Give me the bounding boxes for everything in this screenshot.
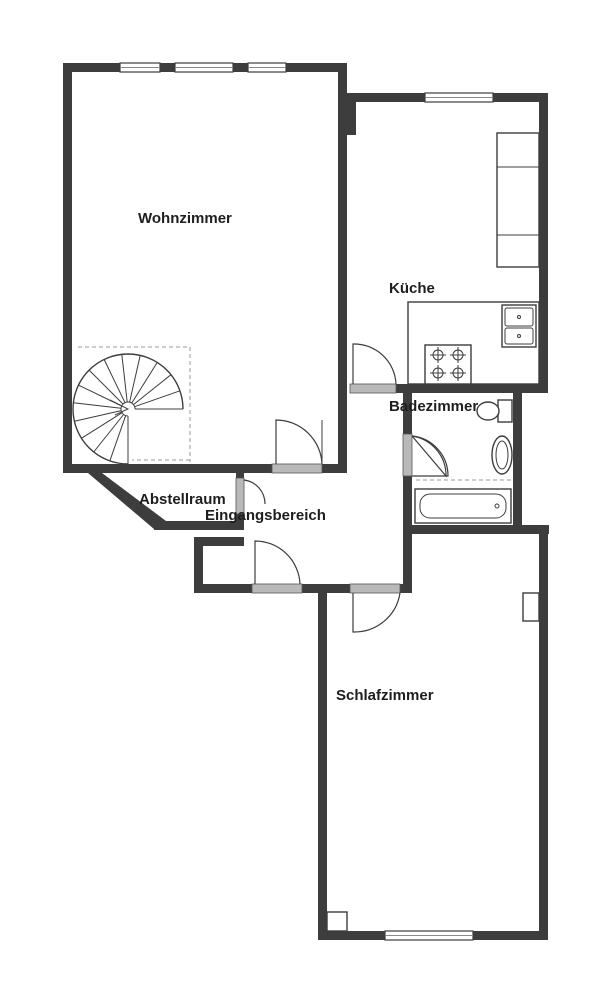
doors (235, 343, 449, 633)
wall-living-bottom (63, 464, 347, 473)
stair-tread (131, 362, 158, 404)
stove (424, 344, 472, 385)
window-living-3 (247, 62, 287, 73)
stair-dashed-outline (78, 346, 191, 462)
wall-kitchen-right (539, 93, 548, 393)
stair-inner-arc (120, 401, 136, 417)
bath-fixtures (414, 399, 513, 524)
stair-tread (81, 412, 123, 439)
stair-direction-arrow (109, 399, 130, 416)
spiral-staircase (72, 346, 191, 465)
stair-tread (93, 414, 124, 453)
window-bedroom (384, 930, 474, 941)
door-bath (402, 433, 449, 478)
wall-living-right (338, 63, 347, 473)
kitchen-fixtures (407, 132, 540, 385)
window-living-2 (174, 62, 234, 73)
wall-bedroom-right (539, 525, 548, 940)
wall-entry-right (403, 533, 412, 593)
label-wohnzimmer: Wohnzimmer (138, 210, 232, 227)
door-entry (251, 540, 303, 594)
wall-bath-right (513, 393, 522, 533)
label-eingangsbereich: Eingangsbereich (205, 507, 326, 524)
stair-tread (74, 410, 122, 422)
bath-sink (491, 435, 513, 475)
wall-kitchen-bottom (396, 384, 548, 393)
room-labels: Wohnzimmer Küche Badezimmer Abstellraum … (138, 210, 478, 704)
stair-tread (109, 415, 127, 462)
wall-entry-left (194, 537, 203, 592)
stair-tread (134, 390, 181, 408)
toilet-bowl (476, 401, 500, 421)
label-abstellraum: Abstellraum (139, 491, 226, 508)
windows (119, 62, 494, 941)
door-bedroom (349, 583, 401, 633)
bedroom-corner-box (326, 911, 348, 932)
door-kitchen (349, 343, 397, 394)
door-living (271, 419, 323, 474)
window-kitchen (424, 92, 494, 103)
kitchen-counter (496, 132, 540, 268)
door-storage (235, 477, 266, 515)
stair-tread (129, 355, 141, 403)
stair-tread (121, 354, 128, 403)
wall-bath-bottom (403, 525, 549, 534)
wall-living-left (63, 63, 72, 473)
toilet-tank (497, 399, 513, 423)
stair-tread (133, 374, 172, 405)
wall-bedroom-left (318, 584, 327, 940)
wall-kitchen-left-stub (347, 93, 356, 135)
stair-tread (103, 359, 126, 403)
wall-entry-bottom (194, 584, 412, 593)
bedroom-wall-niche (522, 592, 540, 622)
label-schlafzimmer: Schlafzimmer (336, 687, 434, 704)
label-kueche: Küche (389, 280, 435, 297)
stair-tread (88, 369, 124, 405)
stair-tread (73, 402, 122, 409)
stair-steps (73, 354, 183, 464)
label-badezimmer: Badezimmer (389, 398, 478, 415)
wall-entry-top-left (194, 537, 244, 546)
wall-storage-diagonal (88, 473, 166, 529)
window-living-1 (119, 62, 161, 73)
wall-storage-bottom (154, 521, 244, 530)
